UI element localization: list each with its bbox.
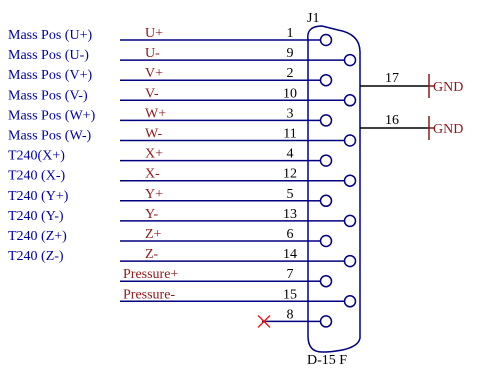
signal-label: T240(X+): [8, 149, 65, 164]
pin-number: 7: [287, 267, 294, 282]
net-label: X+: [145, 147, 163, 162]
net-label: U-: [145, 46, 160, 61]
pin-contact: [343, 254, 357, 268]
pin-number: 2: [287, 66, 294, 81]
pin-contact: [319, 315, 333, 328]
net-label: U+: [145, 26, 163, 41]
signal-label: Mass Pos (U+): [8, 28, 92, 43]
ground-pin-number: 17: [385, 71, 399, 86]
pin-number: 13: [283, 207, 297, 222]
signal-label: Mass Pos (V+): [8, 68, 92, 83]
net-label: W-: [145, 127, 162, 142]
net-label: X-: [145, 167, 160, 182]
pin-contact: [343, 134, 357, 147]
connector-part-name: D-15 F: [307, 353, 347, 368]
pin-contact: [319, 274, 333, 288]
net-label: V+: [145, 66, 163, 81]
net-label: Z-: [145, 247, 159, 262]
signal-label: T240 (Y-): [8, 209, 64, 224]
ground-pin-number: 16: [385, 113, 399, 128]
signal-label: T240 (Z+): [8, 229, 67, 244]
pin-number: 15: [283, 287, 297, 302]
net-label: Y-: [145, 207, 159, 222]
net-label: Pressure-: [123, 287, 175, 302]
pin-number: 3: [287, 106, 294, 121]
pin-contact: [319, 114, 333, 127]
connector-designator: J1: [307, 11, 319, 26]
pin-contact: [319, 33, 333, 47]
pin-number: 4: [287, 147, 294, 162]
ground-label: GND: [433, 122, 463, 137]
pin-contact: [319, 234, 333, 248]
pin-number: 14: [283, 247, 297, 262]
pin-number: 8: [287, 307, 294, 322]
connector-outline: [307, 25, 361, 353]
pin-number: 5: [287, 187, 294, 202]
pin-number: 11: [283, 127, 296, 142]
net-label: Pressure+: [123, 267, 178, 282]
signal-label: Mass Pos (V-): [8, 88, 88, 103]
signal-label: Mass Pos (W-): [8, 129, 92, 144]
connector-body: [307, 25, 361, 353]
ground-label: GND: [433, 80, 463, 95]
net-label: Z+: [145, 227, 162, 242]
pin-contact: [343, 174, 357, 187]
pin-contact: [319, 194, 333, 208]
pin-contact: [343, 295, 357, 308]
pin-contact: [343, 94, 357, 107]
signal-label: Mass Pos (W+): [8, 108, 96, 123]
pin-contact: [343, 53, 357, 67]
signal-label: T240 (X-): [8, 169, 65, 184]
signal-label: T240 (Z-): [8, 249, 64, 264]
pin-contact: [319, 154, 333, 167]
pin-number: 1: [287, 26, 294, 41]
signal-label: Mass Pos (U-): [8, 48, 89, 63]
pin-contact: [319, 73, 333, 87]
pin-number: 6: [287, 227, 294, 242]
pin-number: 10: [283, 86, 297, 101]
net-label: V-: [145, 86, 159, 101]
pin-number: 12: [283, 167, 297, 182]
pin-number: 9: [287, 46, 294, 61]
pin-rows: U+ Mass Pos (U+) 1U- Mass Pos (U-) 9V+ Mass P…: [8, 26, 357, 328]
net-label: Y+: [145, 187, 163, 202]
net-label: W+: [145, 106, 166, 121]
signal-label: T240 (Y+): [8, 189, 69, 204]
pin-contact: [343, 214, 357, 228]
no-connect-mark: [257, 314, 271, 328]
